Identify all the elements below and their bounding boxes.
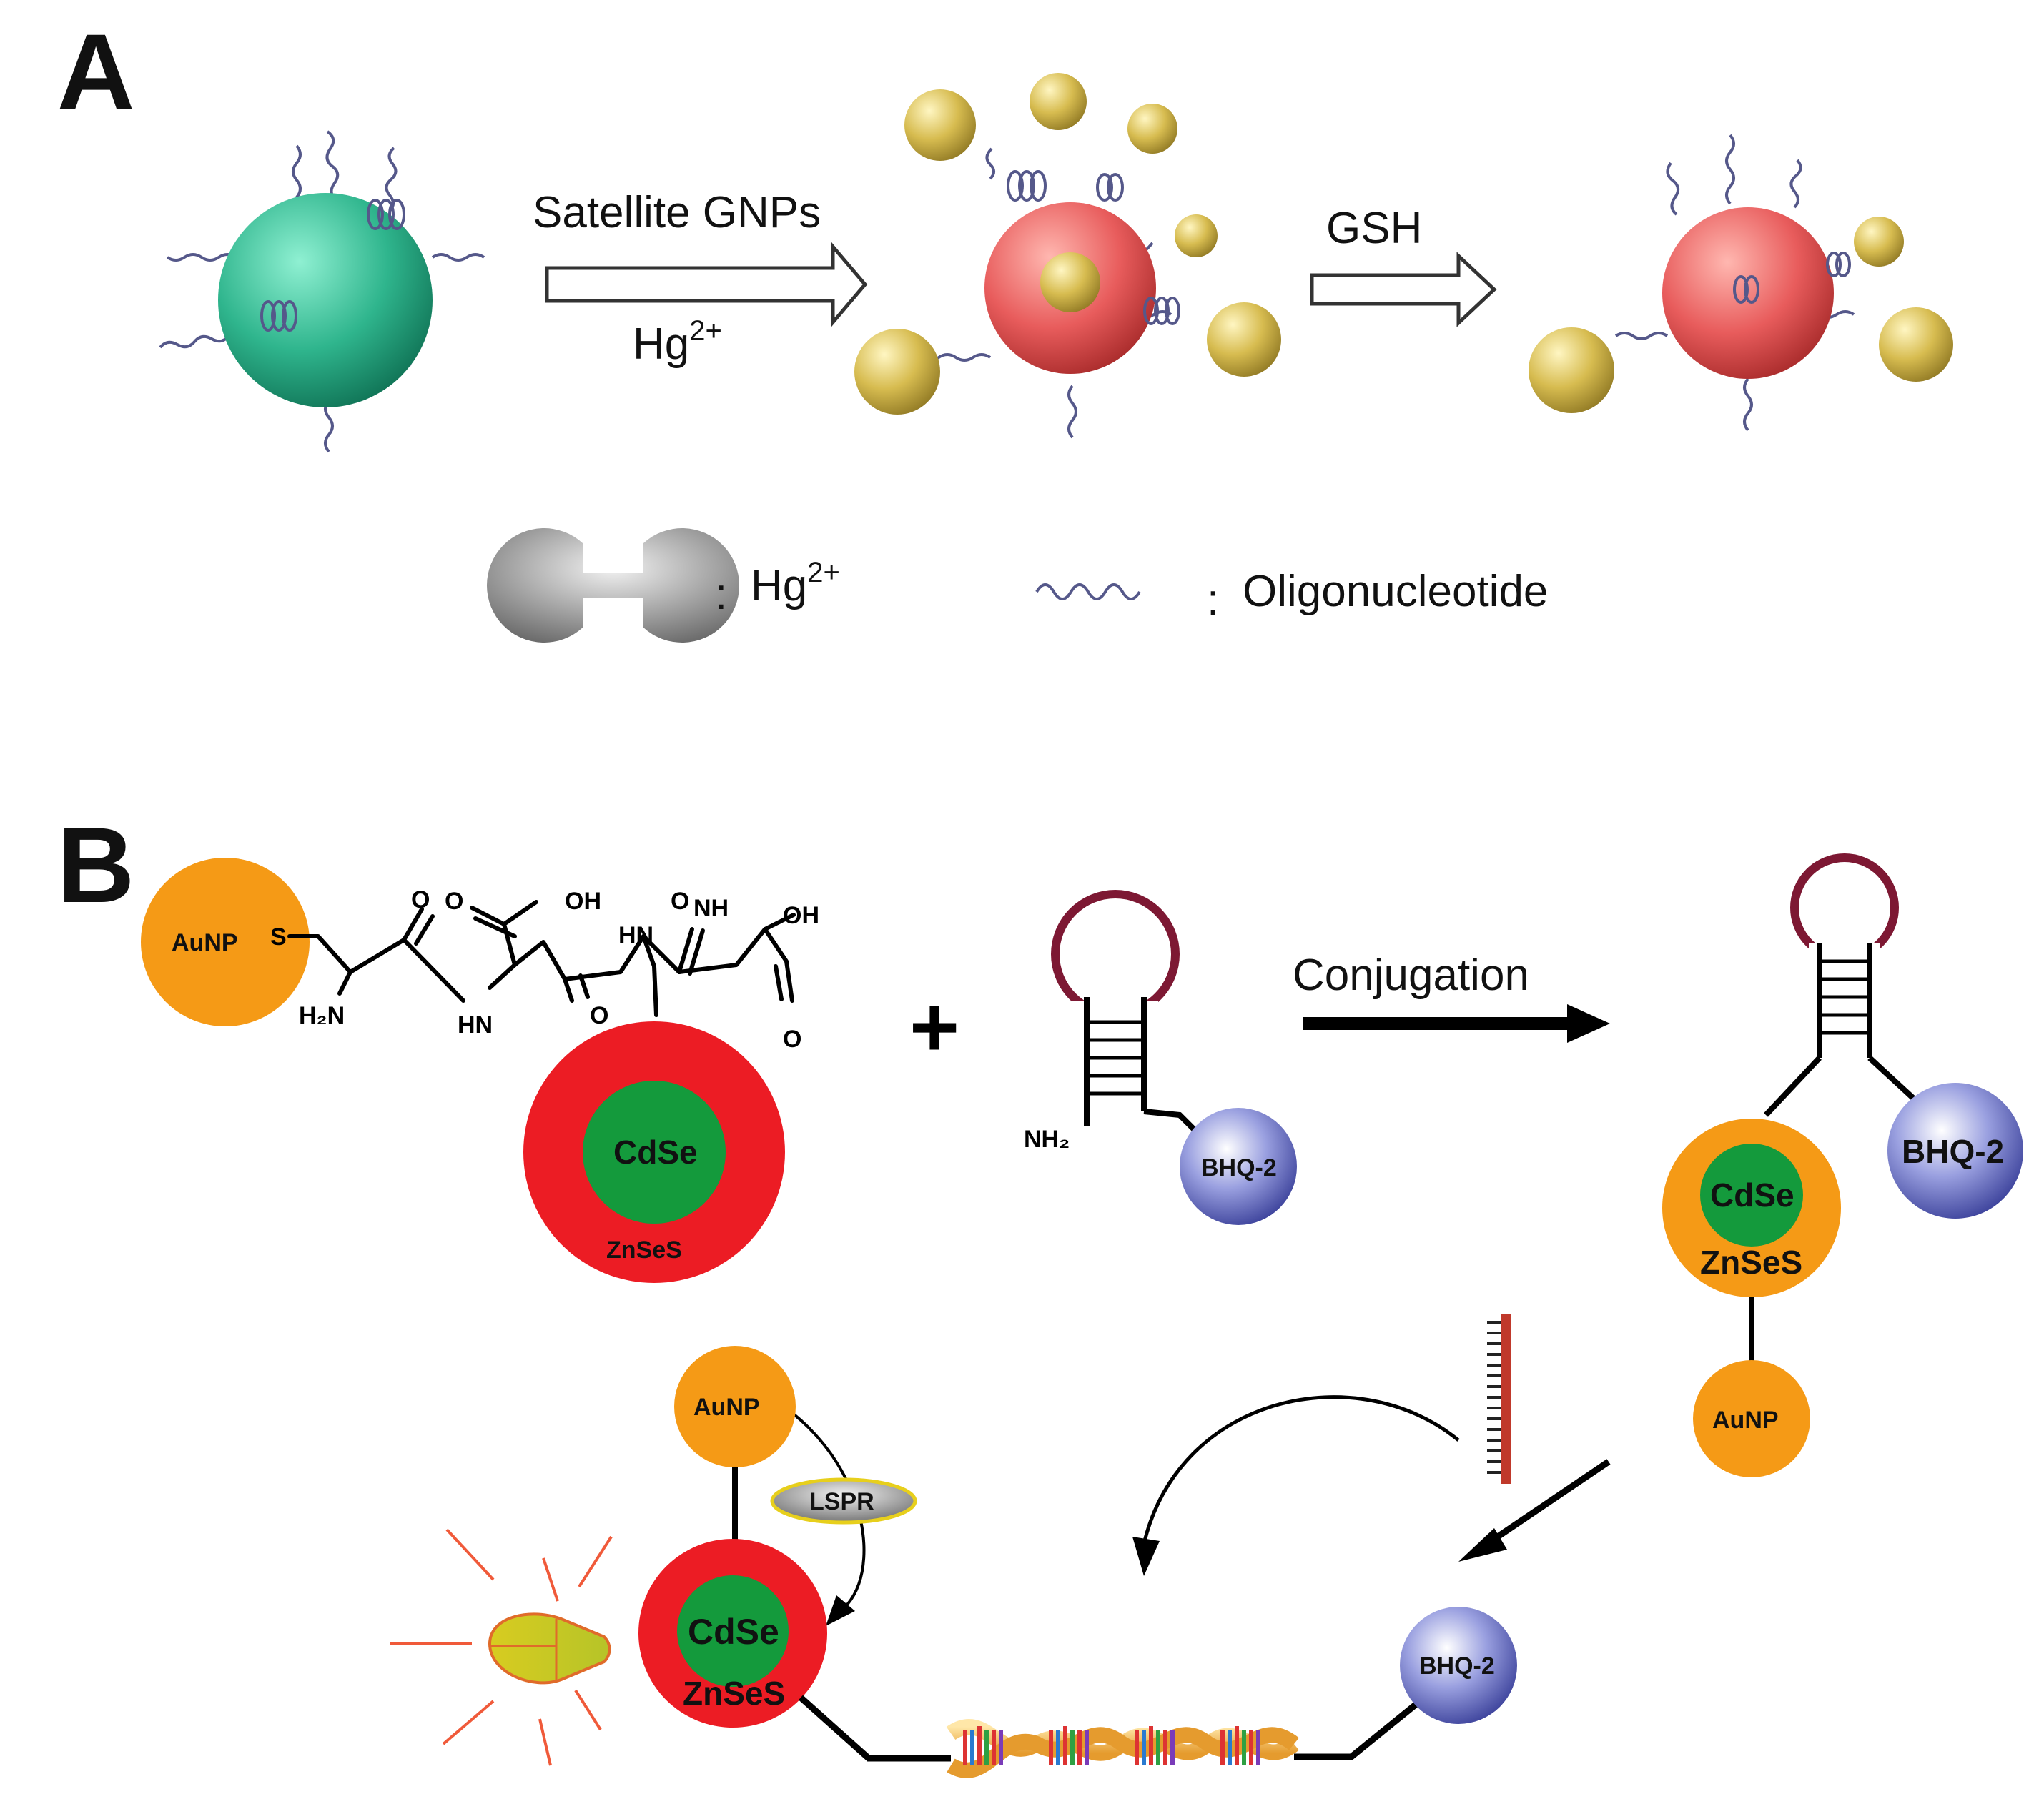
bhq2-label: BHQ-2 bbox=[1419, 1652, 1495, 1680]
qd-core-green bbox=[1700, 1144, 1803, 1247]
panel-b-letter: B bbox=[57, 805, 134, 925]
o-atom: O bbox=[411, 886, 430, 913]
satellite-gnp bbox=[1854, 217, 1904, 267]
legend-hg-label: Hg2+ bbox=[751, 557, 840, 610]
legend-oligo-symbol bbox=[1035, 583, 1141, 600]
target-strand bbox=[1487, 1314, 1511, 1484]
panel-a-letter: A bbox=[57, 11, 134, 132]
satellite-gnp bbox=[1030, 73, 1087, 130]
oligo-strands-pink2 bbox=[1614, 134, 1855, 432]
aunp-label: AuNP bbox=[172, 929, 238, 956]
cdse-label: CdSe bbox=[688, 1612, 779, 1652]
satellite-gnp bbox=[904, 89, 976, 161]
legend-hg-symbol bbox=[486, 528, 740, 643]
satellite-gnp bbox=[1879, 307, 1953, 382]
coiled-oligo-teal bbox=[260, 199, 405, 332]
bhq2-sphere bbox=[1400, 1607, 1517, 1724]
arrow-satellite-gnps bbox=[545, 242, 868, 327]
arrow-gsh bbox=[1310, 252, 1497, 327]
label-gsh: GSH bbox=[1326, 204, 1422, 253]
h2n-group: H₂N bbox=[299, 1002, 345, 1029]
legend-colon-oligo: : bbox=[1207, 575, 1219, 625]
o-atom: O bbox=[671, 888, 689, 915]
legend-colon-hg: : bbox=[715, 570, 727, 619]
aunp-top-left bbox=[141, 858, 310, 1026]
plus-sign: + bbox=[909, 979, 959, 1075]
satellite-gnp bbox=[1040, 252, 1100, 312]
satellite-gnp bbox=[1207, 302, 1281, 377]
bhq2-sphere bbox=[1887, 1083, 2023, 1219]
bhq2-label: BHQ-2 bbox=[1902, 1133, 2004, 1170]
hairpin-loop bbox=[1051, 890, 1180, 1019]
pink-bead-after-gsh bbox=[1529, 134, 1953, 432]
teal-bead-group bbox=[159, 130, 485, 453]
cdse-label: CdSe bbox=[1710, 1176, 1794, 1214]
arrow-conjugation bbox=[1303, 1004, 1610, 1043]
o-atom: O bbox=[783, 1026, 801, 1053]
lspr-label: LSPR bbox=[809, 1488, 874, 1515]
label-conjugation: Conjugation bbox=[1293, 951, 1529, 1000]
cdse-label: CdSe bbox=[613, 1134, 698, 1171]
satellite-gnp bbox=[854, 329, 940, 415]
satellite-gnp bbox=[1127, 104, 1177, 154]
peptide-bonds bbox=[287, 900, 796, 1017]
oh-group: OH bbox=[565, 888, 601, 915]
light-bulb-icon bbox=[390, 1528, 613, 1766]
aunp-label: AuNP bbox=[693, 1394, 760, 1421]
label-hg-step1: Hg2+ bbox=[633, 315, 722, 369]
satellite-gnp bbox=[1529, 327, 1614, 413]
hairpin-probe: BHQ-2 NH₂ bbox=[1024, 890, 1297, 1225]
nh2-group: NH₂ bbox=[1024, 1126, 1070, 1153]
hybridized-assembly: AuNP LSPR CdSe ZnSeS BHQ-2 bbox=[638, 1346, 1517, 1778]
aunp-label: AuNP bbox=[1712, 1407, 1779, 1434]
o-atom: O bbox=[445, 888, 463, 915]
label-satellite-gnps: Satellite GNPs bbox=[533, 188, 821, 237]
pink-bead-satellites bbox=[854, 73, 1281, 439]
hn-group: HN bbox=[458, 1011, 493, 1039]
bhq2-sphere bbox=[1180, 1108, 1297, 1225]
aunp-conjugate bbox=[1693, 1360, 1810, 1477]
coiled-oligo-pink1 bbox=[1007, 170, 1180, 325]
qd-core-bottom bbox=[677, 1575, 789, 1687]
znses-label: ZnSeS bbox=[606, 1237, 682, 1264]
hairpin-loop bbox=[1790, 853, 1899, 962]
aunp-bottom bbox=[674, 1346, 796, 1467]
conjugate-assembly: BHQ-2 CdSe ZnSeS AuNP bbox=[1662, 853, 2023, 1477]
o-atom: O bbox=[590, 1002, 608, 1029]
curved-arrow-target bbox=[1132, 1395, 1460, 1576]
dna-double-helix bbox=[946, 1719, 1299, 1778]
hn-group: HN bbox=[618, 922, 653, 949]
satellite-gnp bbox=[1175, 214, 1218, 257]
teal-bead bbox=[218, 193, 433, 407]
s-atom-link: S bbox=[270, 923, 287, 951]
bhq2-label: BHQ-2 bbox=[1201, 1154, 1277, 1181]
arrow-to-hybrid bbox=[1458, 1459, 1611, 1562]
legend-oligonucleotide-label: Oligonucleotide bbox=[1243, 567, 1548, 616]
coiled-oligo-pink2 bbox=[1733, 252, 1851, 304]
znses-label: ZnSeS bbox=[1700, 1244, 1802, 1281]
znses-label: ZnSeS bbox=[683, 1675, 785, 1712]
lspr-badge bbox=[770, 1477, 917, 1525]
nh-group: NH bbox=[693, 895, 729, 922]
oh-group: OH bbox=[783, 902, 819, 929]
qd-core-top bbox=[583, 1081, 726, 1224]
